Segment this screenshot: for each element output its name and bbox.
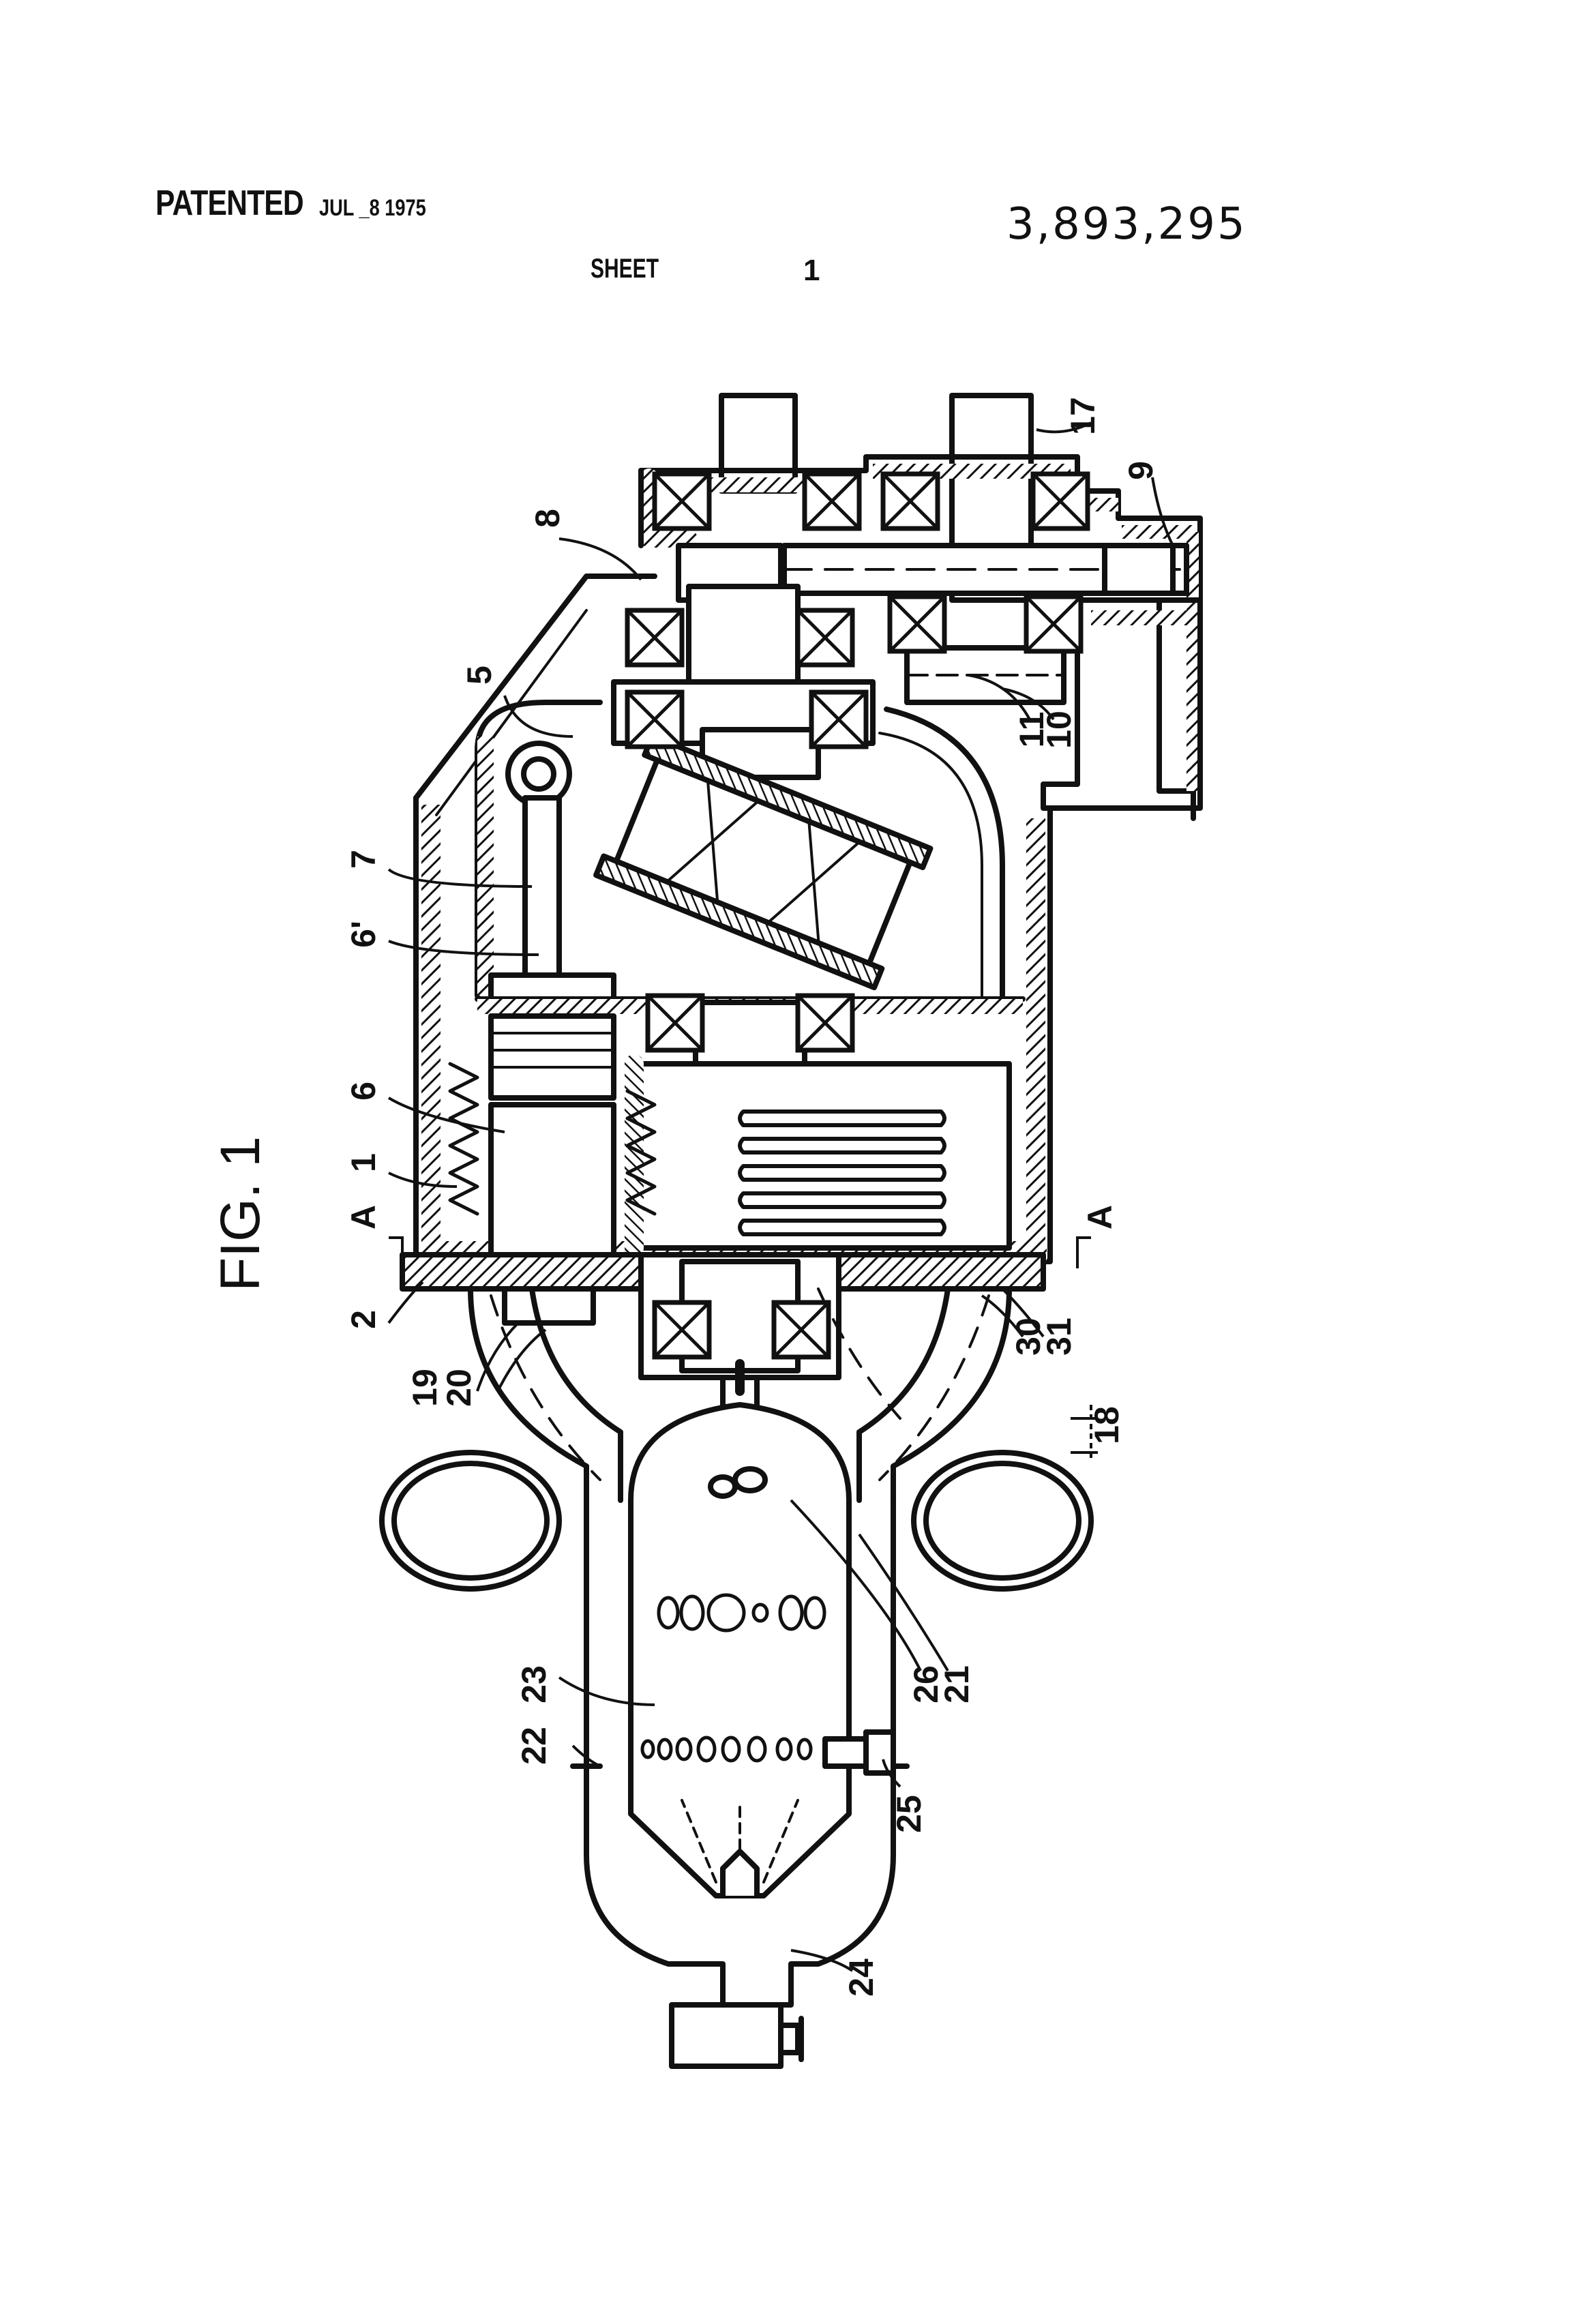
label-31: 31: [1040, 1317, 1078, 1356]
label-21: 21: [938, 1665, 976, 1703]
section-a-right: A: [1081, 1205, 1119, 1230]
label-18: 18: [1088, 1406, 1126, 1444]
figure-title: FIG. 1: [209, 1136, 271, 1292]
label-8: 8: [528, 509, 567, 528]
label-9: 9: [1122, 461, 1160, 480]
label-17: 17: [1064, 397, 1102, 435]
label-19: 19: [406, 1369, 444, 1407]
label-24: 24: [842, 1958, 880, 1997]
label-7: 7: [344, 850, 383, 869]
section-a-left: A: [344, 1205, 383, 1230]
label-6: 6: [344, 1082, 383, 1101]
label-23: 23: [515, 1665, 553, 1703]
label-10: 10: [1040, 711, 1078, 749]
label-1: 1: [344, 1153, 383, 1172]
label-5: 5: [460, 666, 498, 685]
label-2: 2: [344, 1310, 383, 1329]
label-22: 22: [515, 1727, 553, 1765]
label-25: 25: [890, 1795, 928, 1833]
label-6prime: 6': [344, 921, 383, 948]
label-20: 20: [440, 1369, 478, 1407]
